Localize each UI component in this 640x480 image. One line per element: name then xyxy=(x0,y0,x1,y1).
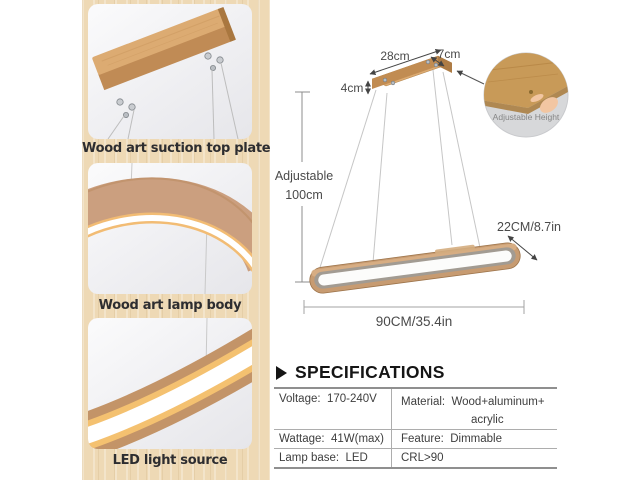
inset-pointer-arrow xyxy=(456,70,485,85)
ring-length-label: 90CM/35.4in xyxy=(376,314,453,329)
specifications-title: SPECIFICATIONS xyxy=(295,362,445,382)
top-plate-photo-illustration xyxy=(92,6,239,139)
screws xyxy=(116,52,224,119)
specifications-table: Voltage: 170-240V Material: Wood+aluminu… xyxy=(274,387,557,469)
adjustable-height-dimension-line xyxy=(295,91,310,283)
spec-row-wattage-feature: Wattage: 41W(max) Feature: Dimmable xyxy=(274,430,557,449)
ring-width-arrow xyxy=(507,235,538,261)
plate-length-label: 28cm xyxy=(380,49,409,63)
lamp-ring-illustration xyxy=(309,242,521,294)
spec-cell-material: Material: Wood+aluminum+ acrylic xyxy=(401,396,545,426)
inset-caption-label: Adjustable Height xyxy=(493,112,560,122)
photo-panel-led-source xyxy=(88,318,252,449)
led-source-photo-illustration xyxy=(88,318,252,449)
photo-panel-lamp-body xyxy=(88,163,252,294)
spec-cell-lamp-base: Lamp base: LED xyxy=(274,449,392,467)
spec-row-lampbase-crl: Lamp base: LED CRL>90 xyxy=(274,449,557,467)
photo-panel-top-plate xyxy=(88,4,252,139)
ring-width-label: 22CM/8.7in xyxy=(497,220,561,234)
wood-texture-column: Wood art suction top plate Wood art lamp… xyxy=(82,0,271,480)
suspension-wires xyxy=(316,69,484,288)
spec-cell-crl: CRL>90 xyxy=(401,452,444,464)
spec-cell-voltage: Voltage: 170-240V xyxy=(274,389,392,429)
caption-lamp-body: Wood art lamp body xyxy=(98,298,242,313)
spec-row-voltage-material: Voltage: 170-240V Material: Wood+aluminu… xyxy=(274,389,557,430)
plate-width-label: 7cm xyxy=(438,47,461,61)
specifications-heading: SPECIFICATIONS xyxy=(276,362,445,383)
adjustable-height-inset: Adjustable Height xyxy=(456,52,569,138)
spec-cell-wattage: Wattage: 41W(max) xyxy=(274,430,392,448)
caption-led-source: LED light source xyxy=(112,453,228,468)
lamp-body-photo-illustration xyxy=(88,163,252,294)
triangle-bullet-icon xyxy=(276,365,287,380)
suspension-wires xyxy=(107,62,239,139)
adjustable-label-line2: 100cm xyxy=(285,188,323,202)
caption-top-plate: Wood art suction top plate xyxy=(82,141,271,156)
ring-length-dimension-line xyxy=(303,300,525,314)
plate-dimension-arrows xyxy=(365,48,445,95)
spec-cell-feature: Feature: Dimmable xyxy=(401,433,502,445)
adjustable-label-line1: Adjustable xyxy=(275,169,333,183)
plate-thickness-label: 4cm xyxy=(341,81,364,95)
